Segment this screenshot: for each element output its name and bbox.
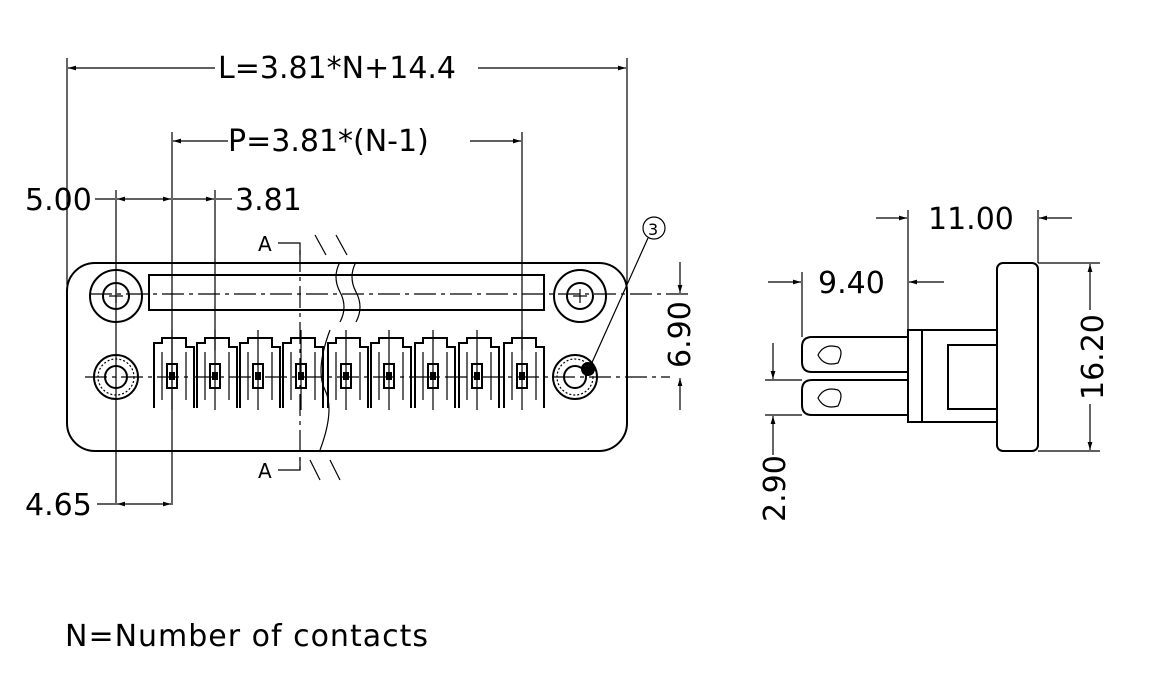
dim-pitch-total: P=3.81*(N-1) — [171, 124, 523, 505]
contacts-note: N=Number of contacts — [65, 619, 429, 654]
hole-to-pin-value: 4.65 — [25, 488, 92, 523]
pin-cell — [503, 330, 545, 410]
callout-circle — [642, 216, 666, 240]
pitch-value: 3.81 — [235, 183, 302, 218]
side-view — [801, 262, 1039, 452]
pin-cell — [414, 330, 456, 410]
dim-pin-spacing: 2.90 — [758, 343, 802, 522]
pin-cell — [239, 330, 281, 410]
dim-edge-pitch: 5.00 3.81 — [25, 183, 302, 505]
front-view: A A 3 — [66, 216, 690, 483]
side-pin-lower — [801, 379, 908, 416]
connector-body — [66, 262, 628, 452]
pin-cell — [282, 330, 324, 410]
callout-dot — [581, 362, 595, 376]
pin-cell — [370, 330, 412, 410]
dim-hole-to-pin: 4.65 — [25, 488, 171, 523]
dim-pin-length: 9.40 — [768, 266, 944, 337]
side-flange — [996, 262, 1039, 452]
side-depth-value: 11.00 — [928, 202, 1014, 237]
pin-cell — [458, 330, 500, 410]
pin-spacing-value: 2.90 — [758, 455, 793, 522]
dim-height: 16.20 — [1038, 262, 1111, 452]
side-pin-upper — [801, 336, 908, 373]
dim-row-offset: 6.90 — [663, 262, 698, 410]
pin-cell — [327, 330, 369, 410]
dim-side-depth: 11.00 — [876, 202, 1072, 330]
row-offset-value: 6.90 — [663, 301, 698, 368]
pitch-formula: P=3.81*(N-1) — [228, 124, 429, 159]
pin-cell — [196, 330, 238, 410]
edge-to-hole-value: 5.00 — [25, 183, 92, 218]
height-value: 16.20 — [1076, 314, 1111, 400]
callout-number: 3 — [648, 220, 658, 239]
pin-cells — [153, 330, 545, 410]
pin-length-value: 9.40 — [818, 266, 885, 301]
section-label-bottom: A — [258, 459, 272, 483]
section-label-top: A — [258, 232, 272, 256]
length-formula: L=3.81*N+14.4 — [218, 51, 456, 86]
mount-hole-top-right — [553, 269, 607, 323]
dim-length: L=3.81*N+14.4 — [66, 51, 628, 285]
pin-cell — [153, 330, 195, 410]
top-slot — [148, 274, 545, 311]
